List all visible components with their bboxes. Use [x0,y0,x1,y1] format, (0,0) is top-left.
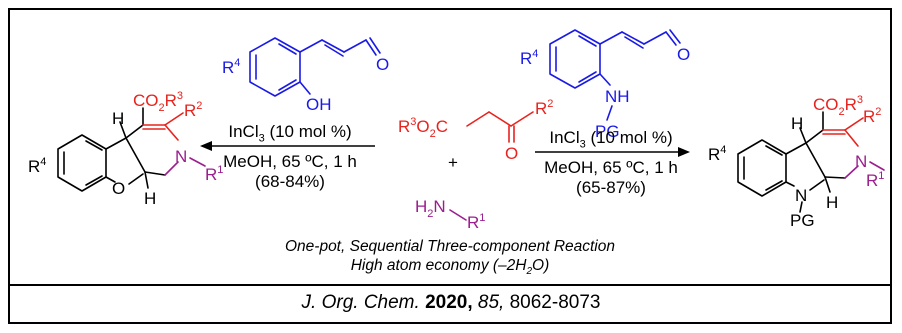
citation-journal: J. Org. Chem. [301,292,420,313]
h-label: H [144,189,156,208]
r1-label: R1 [467,212,485,232]
r4-label: R4 [28,156,46,176]
amino-cinnamaldehyde: NH PG O R4 [520,29,690,141]
n-label: N [795,186,807,205]
beta-ketoester: R3O2C O R2 [398,98,553,163]
scheme-frame [8,8,892,324]
co2r3-label: CO2R3 [133,90,183,114]
right-solvent: MeOH, 65 ºC, 1 h [544,158,678,177]
h2n-label: H2N [415,197,446,220]
r2-label: R2 [184,100,202,120]
h-label: H [826,193,838,212]
co2r3-label: CO2R3 [813,94,863,118]
left-arrow [200,141,375,151]
h-label: H [791,114,803,133]
r3o2c-label: R3O2C [398,116,448,140]
o-label: O [112,179,125,198]
right-arrow [535,147,690,157]
n-label: N [175,147,187,166]
left-solvent: MeOH, 65 ºC, 1 h [223,152,357,171]
nh-label: NH [605,87,630,106]
left-product: R4 O H H CO2R3 R2 N R1 [28,90,223,208]
citation-divider [10,284,890,286]
citation: J. Org. Chem. 2020, 85, 8062-8073 [0,292,902,314]
h-label: H [112,109,124,128]
n-label: N [855,152,867,171]
left-catalyst: InCl3 (10 mol %) [228,122,352,145]
plus-sign: + [448,153,458,172]
o-label: O [376,55,389,74]
r4-label: R4 [708,144,726,164]
pg-label: PG [790,211,815,230]
r2-label: R2 [535,98,553,118]
r2-label: R2 [863,106,881,126]
citation-pages: 8062-8073 [509,292,601,313]
pg-label: PG [595,122,620,141]
citation-volume: 85, [477,292,505,313]
right-product: R4 N PG H H CO2R3 R2 N R1 [708,94,885,230]
note-line-1: One-pot, Sequential Three-component Reac… [284,238,615,255]
citation-year: 2020, [425,292,473,313]
r1-label: R1 [866,170,884,190]
right-catalyst: InCl3 (10 mol %) [549,128,673,151]
note-line-2: High atom economy (–2H2O) [350,257,550,278]
o-label: O [677,45,690,64]
r4-label: R4 [222,57,240,77]
right-yield: (65-87%) [576,178,646,197]
r4-label: R4 [520,48,538,68]
hydroxy-cinnamaldehyde: OH O R4 [222,37,389,114]
oh-label: OH [306,95,332,114]
primary-amine: H2N R1 [415,197,485,232]
left-yield: (68-84%) [255,172,325,191]
o-label: O [505,144,518,163]
